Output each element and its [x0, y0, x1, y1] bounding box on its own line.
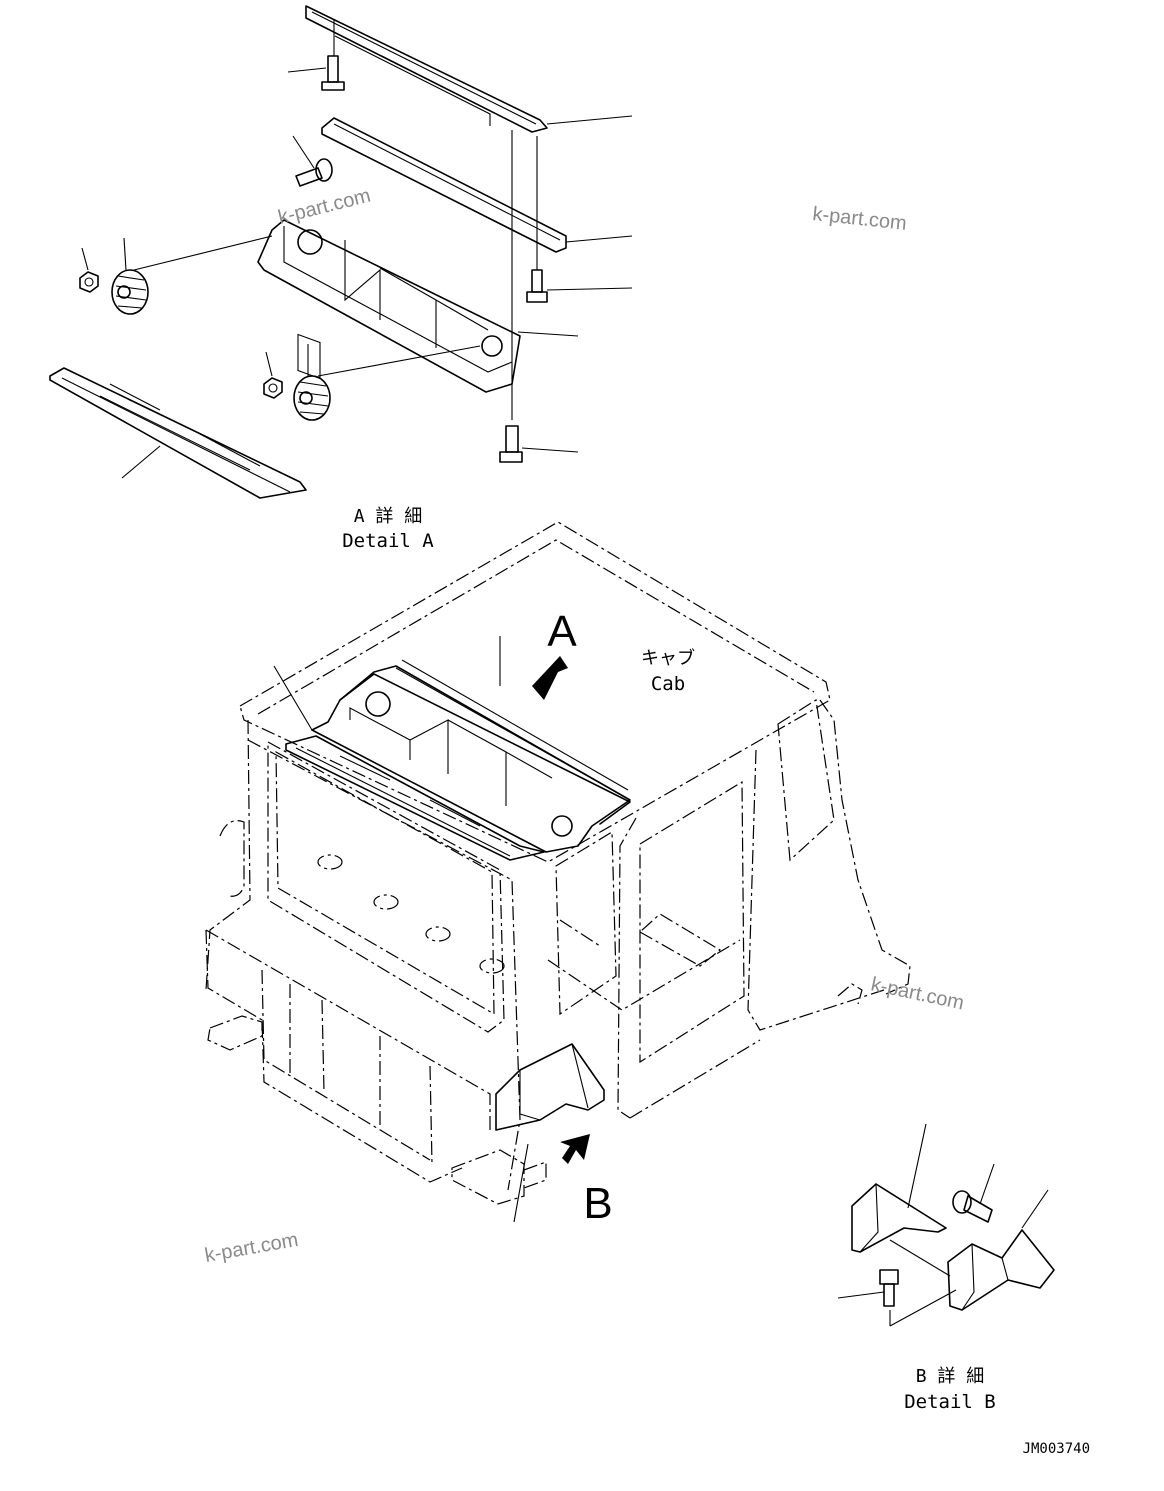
detail-b-assembly	[837, 1123, 1055, 1327]
watermark-4: k-part.com	[203, 1229, 300, 1267]
detail-a-label-jp: A 詳 細	[354, 506, 423, 527]
top-cover-plate	[305, 5, 633, 133]
bottom-plate	[49, 367, 307, 499]
detail-b-label-en: Detail B	[904, 1391, 996, 1413]
angle-bracket	[321, 117, 633, 253]
drawing-number: JM003740	[1023, 1441, 1090, 1457]
view-marker-a: A	[547, 607, 577, 656]
cab-duct-unit	[273, 636, 631, 861]
fan-upper	[111, 235, 273, 315]
flange-bolt	[292, 135, 333, 187]
detail-a-assembly	[49, 5, 633, 499]
fan-lower	[293, 344, 481, 421]
cab-bracket-b	[495, 1043, 605, 1223]
view-marker-b: B	[583, 1179, 612, 1228]
detail-b-bolt	[837, 1239, 957, 1327]
watermark-2: k-part.com	[811, 203, 907, 235]
watermark-1: k-part.com	[276, 185, 373, 229]
bolt-right-upper	[526, 269, 633, 303]
watermark-3: k-part.com	[869, 973, 966, 1014]
view-arrow-a	[532, 656, 568, 700]
bracket-lower	[947, 1189, 1055, 1311]
nut-lower	[263, 351, 283, 399]
bolt-upper-left	[287, 55, 345, 91]
detail-a-label-en: Detail A	[342, 530, 434, 552]
bracket-upper	[851, 1123, 947, 1253]
cab-assembly	[205, 521, 911, 1205]
detail-b-label-jp: B 詳 細	[916, 1366, 985, 1387]
bolt-right-lower	[499, 425, 579, 463]
nut-upper	[79, 247, 99, 293]
cab-label-jp: キャブ	[641, 647, 695, 669]
cab-label-en: Cab	[651, 673, 685, 695]
duct-housing	[257, 219, 579, 393]
view-arrow-b	[560, 1134, 590, 1164]
detail-b-flange-bolt	[952, 1163, 995, 1223]
